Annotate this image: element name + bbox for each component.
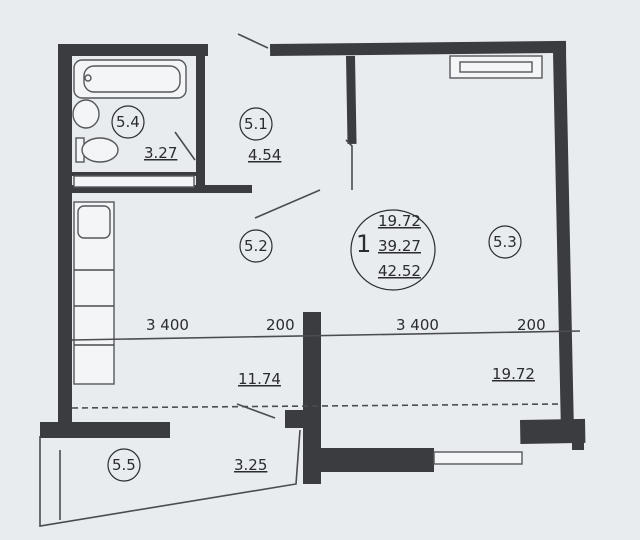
dimension-label: 200 [266, 316, 295, 334]
room-number: 5.4 [116, 113, 140, 131]
walls [40, 40, 586, 484]
living-area: 19.72 [378, 212, 421, 230]
room-number: 5.5 [112, 456, 136, 474]
balcony [39, 429, 523, 527]
dimension-label: 3 400 [396, 316, 439, 334]
dimension-label: 200 [517, 316, 546, 334]
toilet-icon [81, 137, 119, 163]
room-number: 5.1 [244, 115, 268, 133]
rooms-count: 1 [356, 230, 371, 258]
total-area: 39.27 [378, 237, 421, 255]
room-area: 11.74 [238, 370, 281, 388]
room-area: 3.27 [144, 144, 177, 162]
room-area: 4.54 [248, 146, 281, 164]
sink-icon [77, 205, 111, 239]
room-area: 3.25 [234, 456, 267, 474]
fixtures [72, 55, 543, 385]
dimension-lines [71, 330, 581, 409]
washbasin-icon [72, 99, 100, 129]
dimension-label: 3 400 [146, 316, 189, 334]
apartment-summary-bubble [350, 209, 436, 291]
room-area: 19.72 [492, 365, 535, 383]
total-with-balcony: 42.52 [378, 262, 421, 280]
room-number: 5.2 [244, 237, 268, 255]
room-number: 5.3 [493, 233, 517, 251]
